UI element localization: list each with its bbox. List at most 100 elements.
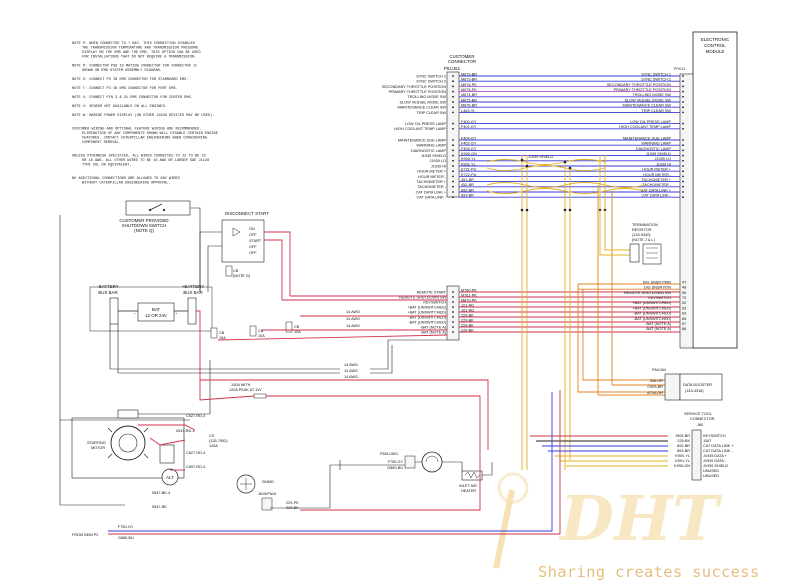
cust-pin <box>452 311 454 313</box>
starting-motor: STARTING MOTOR ALT C627-RD-4 0547-RD-4 C… <box>59 360 228 509</box>
ecm-signal-label: LOW OIL PRESS LAMP <box>630 120 671 124</box>
cust-signal-label: LOW OIL PRESS LAMP <box>405 122 446 126</box>
ecm-power-pin: 65 <box>682 317 686 321</box>
cust-wire-label: 451-BR <box>461 178 474 182</box>
note-line: DISPLAY ON THE EMS AND THE EMS. THIS OPT… <box>82 51 201 55</box>
motor-icon <box>110 425 146 461</box>
service-tool-wire: J905-BR <box>675 434 690 438</box>
ecm-pin <box>682 180 684 183</box>
ecm-power-label: -BAT (NOTE A) <box>645 327 672 331</box>
ecm-pin <box>682 144 684 147</box>
ecm-signal-label: SYNC SWITCH 1 <box>641 72 671 76</box>
cust-pin <box>452 90 454 93</box>
termination-resistor: TERMINATION RESISTOR (133-9340) (NOTE J … <box>599 210 662 265</box>
watermark: DHT Sharing creates success <box>493 472 759 581</box>
ecm-power-label: DIG SNSR PWR <box>643 280 672 284</box>
j1939-harness: J1939 SHIELD <box>486 155 677 470</box>
ecm-signal-label: SLOW VESSEL MODE SW <box>625 98 672 102</box>
cb1-id: CB <box>219 331 225 335</box>
ecm-power-label: -BAT (NOTE A) <box>645 322 672 326</box>
power-signal-label: -BAT (NOTE A) <box>420 330 447 334</box>
cust-wire-label: M975-PK <box>461 88 477 92</box>
cust-wire-label: L463-YL <box>461 109 475 113</box>
ecm-title-3: MODULE <box>706 49 725 54</box>
cust-pin <box>452 326 454 328</box>
cust-signal-label: TRIP CLEAR SW <box>417 111 447 115</box>
cust-signal-label: HIGH COOLANT TEMP LAMP <box>394 127 446 131</box>
note-line: NOTE R: CONNECTOR P30 IS MATING CONNECTO… <box>72 65 197 69</box>
wire-misc-6: C627-RD-4 <box>186 451 205 455</box>
cb2-amps: 10A <box>258 334 265 338</box>
ecm-signal-label: HOUR METER - <box>643 173 672 177</box>
data-booster-box <box>679 373 723 401</box>
note-line: NOTE V: SENSOR NOT AVAILABLE ON ALL ENGI… <box>72 105 167 109</box>
cb2-id: CB <box>258 329 264 333</box>
ecm-power-pin: 53 <box>682 306 686 310</box>
ecm-signal-label: SYNC SWITCH 2 <box>641 78 671 82</box>
power-wire-label: M870-PK <box>461 298 477 302</box>
service-tool-pin-label: UNUSED <box>703 474 719 478</box>
note-line: NOTE U: CONNECT PIN 3 & 31 EMS CONNECTOR… <box>72 96 193 100</box>
note-line: COMPONENT REMOVAL. <box>82 141 121 145</box>
cust-pin <box>452 180 454 183</box>
fuse-line-2: 120A PEAK AT 11V <box>229 388 262 392</box>
key-switch-title: DISCONNECT START <box>225 211 269 216</box>
key-position-label: START <box>249 239 262 243</box>
ecm-pin <box>682 95 684 98</box>
key-position-label: OFF <box>249 251 257 255</box>
power-wire-label: 101-RD <box>461 303 474 307</box>
wire-misc-2: 0547-RD-4 <box>176 429 195 433</box>
service-tool-pin-label: J1939 DATA + <box>703 454 728 458</box>
ecm-signal-label: MAINTENANCE DUE LAMP <box>623 136 672 140</box>
note-line: NO ADDITIONAL CONNECTIONS ARE ALLOWED TO… <box>72 177 180 181</box>
cust-pin <box>452 331 454 333</box>
ecm-signal-label: DIAGNOSTIC LAMP <box>636 147 671 151</box>
service-tool-pin-label: CAT DATA LINK - <box>703 449 733 453</box>
cust-pin <box>452 196 454 199</box>
cust-pin <box>452 139 454 141</box>
ecm-signal-label: J1939 HI <box>656 162 671 166</box>
breaker-note: (NOTE G) <box>233 274 251 278</box>
battery-volts: 12 OR 24V <box>145 313 167 318</box>
cust-wire-label: M673-BR <box>461 78 477 82</box>
battery <box>137 302 175 322</box>
awg-label: 14 AWG <box>344 375 358 379</box>
battery-label: BAT <box>152 307 161 312</box>
note-line: OR 18 AWG. ALL OTHER WIRES TO BE 16 AWG … <box>82 159 209 163</box>
note-line: FOR INSTALLATIONS THAT DO NOT REQUIRE A … <box>82 56 196 60</box>
cust-signal-label: MAINTENANCE DUE LAMP <box>398 138 447 142</box>
cust-signal-label: CAT DATA LINK + <box>416 190 447 194</box>
watermark-logo: DHT <box>558 482 722 555</box>
note-line: WITHOUT CATERPILLAR ENGINEERING APPROVAL… <box>82 182 170 186</box>
cust-pin <box>452 165 454 167</box>
service-tool-wire: 229-BK <box>677 439 690 443</box>
notes-block: NOTE P: WHEN CONNECTED TO + BAT, THIS CO… <box>72 42 218 186</box>
ecm-signal-label: PRIMARY THROTTLE POSITION <box>614 88 672 92</box>
cust-conn-title-1: CUSTOMER <box>449 54 474 59</box>
cust-signal-label: TACHOMETER + <box>416 180 446 184</box>
booster-wire <box>582 289 665 381</box>
shutdown-switch-title-2: SHUTDOWN SWITCH <box>122 223 166 228</box>
ecm-power-pin: 48 <box>682 286 686 290</box>
service-tool-wire: 892-BR <box>677 444 690 448</box>
note-line: UNLESS OTHERWISE SPECIFIED, ALL WIRES CO… <box>72 155 206 159</box>
ecm-pin <box>682 170 684 173</box>
service-tool-pin-label: J1939 DATA - <box>703 459 727 463</box>
cust-wire-label: M674-BR <box>461 93 477 97</box>
neg-bus-bar <box>109 297 119 325</box>
data-booster-wire-3: A703-OR <box>647 391 663 395</box>
heater-title-2: HEATER <box>461 489 476 493</box>
cust-signal-label: HOUR METER + <box>417 170 447 174</box>
service-tool-connector: SERVICE TOOL CONNECTOR J60 KEYSWITCHJ905… <box>530 412 734 481</box>
fuse-line-1: 100A WITH <box>231 383 251 387</box>
cust-signal-label: SLOW VESSEL MODE SW <box>400 100 447 104</box>
circuit-breakers: CB 15A CB 10A CB 10A <box>210 265 301 340</box>
service-tool-wire: K900-YL <box>675 454 690 458</box>
power-wire-label: 229-BK <box>461 318 474 322</box>
service-tool-title-2: CONNECTOR <box>690 417 715 421</box>
cust-pin <box>452 291 454 293</box>
battery-section: -BATTERY BUS BAR +BATTERY BUS BAR BAT 12… <box>89 284 213 332</box>
